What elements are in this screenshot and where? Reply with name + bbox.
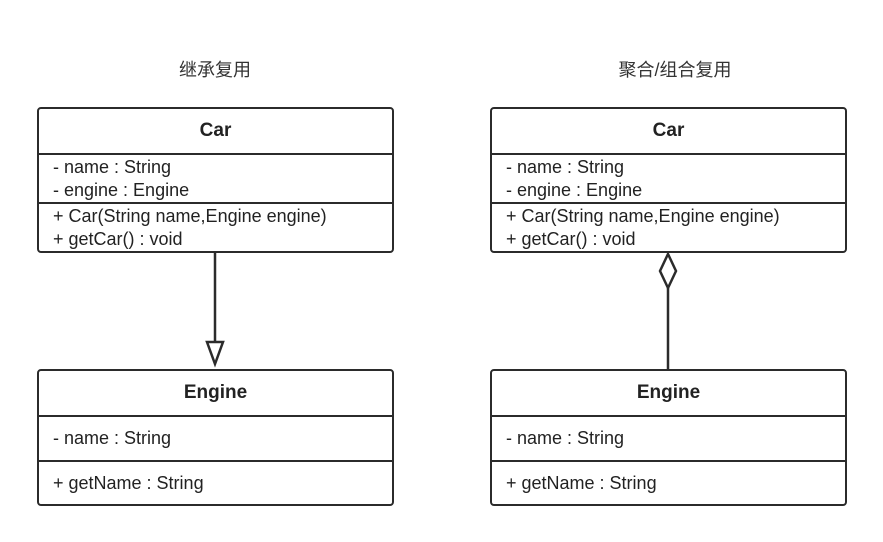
attributes-section: - name : String [492, 417, 845, 462]
methods-section: + Car(String name,Engine engine) + getCa… [39, 204, 392, 251]
attributes-section: - name : String [39, 417, 392, 462]
left-car-class[interactable]: Car - name : String - engine : Engine + … [37, 107, 394, 253]
right-engine-class[interactable]: Engine - name : String + getName : Strin… [490, 369, 847, 506]
left-caption: 继承复用 [179, 60, 251, 80]
attributes-section: - name : String - engine : Engine [39, 155, 392, 204]
attribute: - name : String [506, 157, 625, 177]
aggregation-connector [658, 251, 678, 369]
method: + Car(String name,Engine engine) [53, 206, 327, 226]
methods-section: + getName : String [492, 462, 845, 504]
attribute: - name : String [53, 428, 172, 448]
attribute: - engine : Engine [53, 180, 190, 200]
methods-section: + Car(String name,Engine engine) + getCa… [492, 204, 845, 251]
method: + getCar() : void [506, 229, 636, 249]
attribute: - name : String [506, 428, 625, 448]
class-name: Car [492, 109, 845, 155]
left-engine-class[interactable]: Engine - name : String + getName : Strin… [37, 369, 394, 506]
attribute: - name : String [53, 157, 172, 177]
right-car-class[interactable]: Car - name : String - engine : Engine + … [490, 107, 847, 253]
method: + getName : String [506, 473, 657, 493]
attributes-section: - name : String - engine : Engine [492, 155, 845, 204]
method: + getName : String [53, 473, 204, 493]
right-caption: 聚合/组合复用 [618, 60, 732, 80]
class-name: Car [39, 109, 392, 155]
attribute: - engine : Engine [506, 180, 643, 200]
class-name: Engine [492, 371, 845, 417]
inheritance-connector [205, 252, 225, 368]
aggregation-diamond [658, 251, 678, 291]
method: + Car(String name,Engine engine) [506, 206, 780, 226]
class-name: Engine [39, 371, 392, 417]
method: + getCar() : void [53, 229, 183, 249]
methods-section: + getName : String [39, 462, 392, 504]
inheritance-arrowhead [205, 340, 225, 368]
